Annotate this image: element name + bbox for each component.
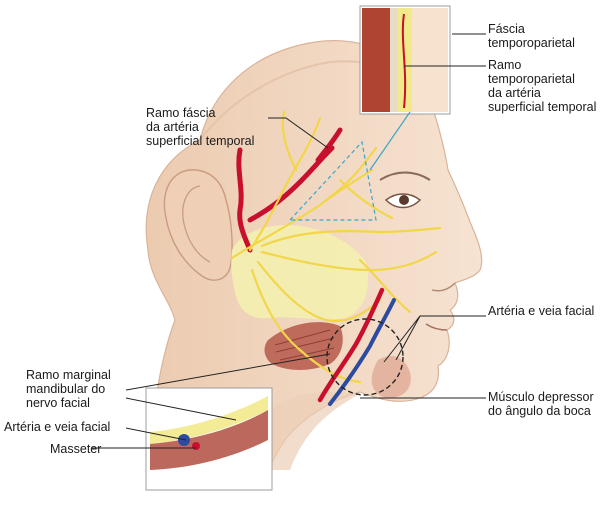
- superficial-temporal-artery: [236, 127, 343, 253]
- label-musculo-depressor: Músculo depressor do ângulo da boca: [488, 390, 594, 418]
- facial-vein: [328, 298, 396, 406]
- ear: [163, 169, 233, 281]
- label-masseter: Masseter: [50, 442, 102, 456]
- inset-top: [359, 5, 451, 115]
- facial-nerve: [230, 110, 442, 384]
- mouth-line: [425, 323, 448, 331]
- iris: [399, 195, 409, 205]
- eyebrow: [379, 171, 431, 181]
- label-arteria-veia-facial-inset: Artéria e veia facial: [4, 420, 111, 434]
- nostril: [431, 282, 456, 292]
- muscle-fibers: [274, 329, 335, 361]
- parotid-region: [231, 225, 368, 320]
- inset-top-connector: [369, 111, 411, 171]
- ear-helix: [182, 185, 211, 263]
- label-fascia-temporoparietal: Fáscia temporoparietal: [488, 22, 575, 50]
- label-ramo-marginal: Ramo marginal mandibular do nervo facial: [26, 368, 111, 410]
- inset-bottom: [145, 387, 273, 491]
- label-arteria-veia-facial: Artéria e veia facial: [488, 304, 595, 318]
- label-ramo-temporoparietal: Ramo temporoparietal da artéria superfic…: [488, 58, 597, 114]
- leader-lines: [92, 33, 486, 449]
- label-ramo-fascia: Ramo fáscia da artéria superficial tempo…: [146, 106, 255, 148]
- dashed-circle: [326, 318, 404, 396]
- facial-artery: [317, 287, 385, 403]
